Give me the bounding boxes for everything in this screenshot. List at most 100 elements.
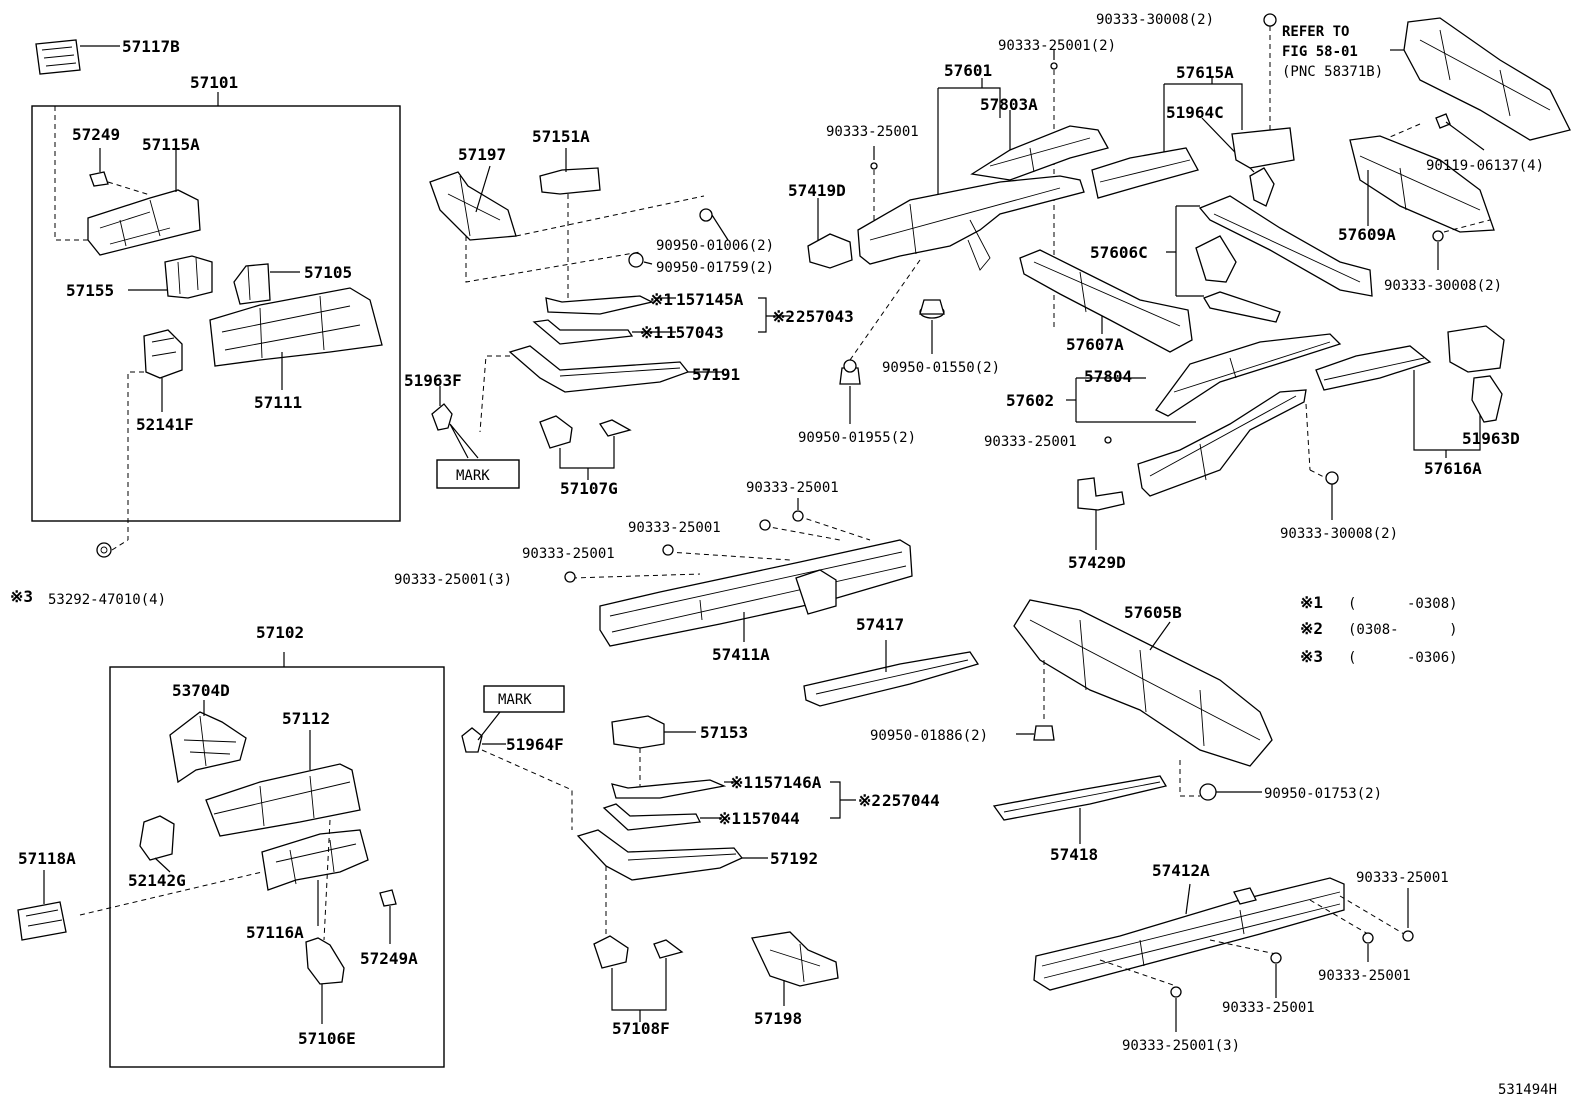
group-box-57102 xyxy=(109,666,445,1068)
part-57153[interactable] xyxy=(611,715,665,749)
part-57609A[interactable] xyxy=(1349,135,1495,233)
label-157043: 157043 xyxy=(666,323,724,342)
label-mark-2: MARK xyxy=(498,692,532,708)
mark-box-1 xyxy=(436,459,520,489)
part-57112[interactable] xyxy=(205,763,361,837)
label-57151A: 57151A xyxy=(532,127,590,146)
label-57417: 57417 xyxy=(856,615,904,634)
label-90333-25001-f: 90333-25001 xyxy=(1356,870,1449,886)
label-57116A: 57116A xyxy=(246,923,304,942)
label-90333-30008-top: 90333-30008(2) xyxy=(1096,12,1214,28)
part-57116A[interactable] xyxy=(261,829,369,891)
note-3-text: ( -0306) xyxy=(1348,650,1458,666)
label-57601: 57601 xyxy=(944,61,992,80)
part-57606C[interactable] xyxy=(1195,195,1373,323)
label-57606C: 57606C xyxy=(1090,243,1148,262)
label-57609A: 57609A xyxy=(1338,225,1396,244)
mark-box-2 xyxy=(483,685,565,713)
label-57418: 57418 xyxy=(1050,845,1098,864)
part-57605B[interactable] xyxy=(1013,599,1273,767)
part-57616A[interactable] xyxy=(1315,345,1432,391)
part-57108F[interactable] xyxy=(593,935,684,969)
part-51964F[interactable] xyxy=(461,727,483,753)
part-57198[interactable] xyxy=(751,931,839,987)
part-57429D[interactable] xyxy=(1077,477,1125,511)
note-2-text: (0308- ) xyxy=(1348,622,1458,638)
part-57615A[interactable] xyxy=(1091,147,1199,199)
label-57117B: 57117B xyxy=(122,37,180,56)
part-90950-01753[interactable] xyxy=(1199,783,1217,801)
part-57601[interactable] xyxy=(857,175,1085,271)
label-57155: 57155 xyxy=(66,281,114,300)
group-box-57101 xyxy=(31,105,401,522)
part-57151A[interactable] xyxy=(539,167,601,195)
part-57106E[interactable] xyxy=(305,937,345,985)
label-sym1-d: ※1 xyxy=(718,809,741,828)
part-157145A[interactable] xyxy=(545,295,654,315)
label-sym1-a: ※1 xyxy=(650,290,673,309)
part-51963D[interactable] xyxy=(1447,325,1505,423)
part-57249[interactable] xyxy=(89,171,109,187)
label-note3-symbol: ※3 xyxy=(10,587,33,606)
note-3-symbol: ※3 xyxy=(1300,647,1323,666)
part-57249A[interactable] xyxy=(379,889,397,907)
part-57155[interactable] xyxy=(164,255,213,299)
part-57418[interactable] xyxy=(992,775,1168,821)
part-57412A[interactable] xyxy=(1033,877,1345,991)
part-90950-01550[interactable] xyxy=(919,299,945,319)
label-90950-01955: 90950-01955(2) xyxy=(798,430,916,446)
part-52141F[interactable] xyxy=(143,329,183,379)
label-57153: 57153 xyxy=(700,723,748,742)
part-157043[interactable] xyxy=(532,319,634,345)
label-90333-25001-c: 90333-25001 xyxy=(522,546,615,562)
part-90119-06137[interactable] xyxy=(1435,113,1451,129)
label-57102: 57102 xyxy=(256,623,304,642)
part-157146A[interactable] xyxy=(611,779,727,799)
part-57118A[interactable] xyxy=(17,901,67,941)
part-57607A[interactable] xyxy=(1019,249,1193,353)
label-57615A: 57615A xyxy=(1176,63,1234,82)
label-51963D: 51963D xyxy=(1462,429,1520,448)
label-53704D: 53704D xyxy=(172,681,230,700)
part-refer-bracket[interactable] xyxy=(1231,127,1295,169)
label-90333-25001-b: 90333-25001 xyxy=(628,520,721,536)
part-57192[interactable] xyxy=(576,829,744,881)
part-90950-01955[interactable] xyxy=(839,359,861,385)
part-57117B[interactable] xyxy=(35,39,81,75)
label-51964F: 51964F xyxy=(506,735,564,754)
part-53704D[interactable] xyxy=(169,711,247,784)
part-57105[interactable] xyxy=(233,263,271,305)
part-57803A[interactable] xyxy=(970,125,1109,181)
part-90950-01886[interactable] xyxy=(1033,725,1055,741)
label-57197: 57197 xyxy=(458,145,506,164)
part-57197[interactable] xyxy=(429,171,517,241)
label-90333-25001-g: 90333-25001 xyxy=(1318,968,1411,984)
label-refer-pnc: (PNC 58371B) xyxy=(1282,64,1383,80)
part-57411A[interactable] xyxy=(599,539,913,647)
part-57602-lower[interactable] xyxy=(1137,389,1307,497)
part-57804[interactable] xyxy=(1155,333,1342,417)
label-57105: 57105 xyxy=(304,263,352,282)
part-51963F[interactable] xyxy=(431,403,453,431)
part-nut-53292[interactable] xyxy=(96,542,112,558)
label-52141F: 52141F xyxy=(136,415,194,434)
label-90333-30008-b: 90333-30008(2) xyxy=(1280,526,1398,542)
label-90950-01759: 90950-01759(2) xyxy=(656,260,774,276)
part-52142G[interactable] xyxy=(139,815,175,861)
part-51964C[interactable] xyxy=(1249,167,1275,207)
label-57249A: 57249A xyxy=(360,949,418,968)
part-57191[interactable] xyxy=(508,345,690,393)
part-57107G[interactable] xyxy=(539,415,632,449)
part-57111[interactable] xyxy=(209,287,383,367)
label-90333-25001-3b: 90333-25001(3) xyxy=(1122,1038,1240,1054)
part-57419D[interactable] xyxy=(807,233,853,269)
part-refer-crossmember[interactable] xyxy=(1403,17,1571,141)
label-57804: 57804 xyxy=(1084,367,1132,386)
label-57108F: 57108F xyxy=(612,1019,670,1038)
part-57417[interactable] xyxy=(803,651,980,707)
label-90333-30008-r: 90333-30008(2) xyxy=(1384,278,1502,294)
label-52142G: 52142G xyxy=(128,871,186,890)
part-57115A[interactable] xyxy=(87,189,201,256)
part-157044[interactable] xyxy=(602,803,701,831)
